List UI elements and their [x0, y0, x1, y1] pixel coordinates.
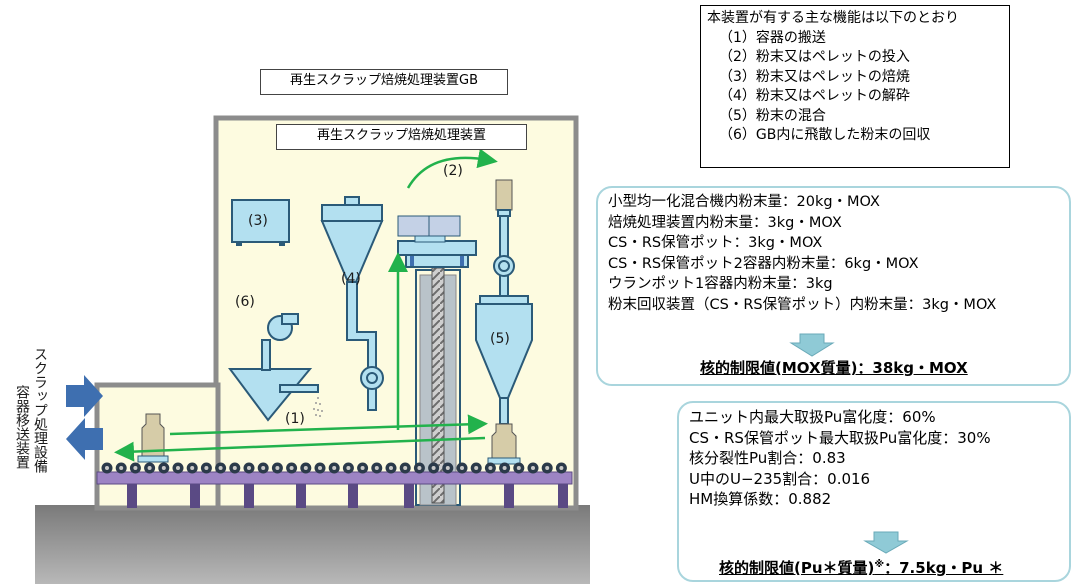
blue-arrow-in — [66, 418, 103, 460]
conveyor-roller-hub — [218, 466, 223, 470]
conveyor-roller-hub — [445, 466, 450, 470]
pu-limit-result: 核的制限値(Pu＊質量)※：7.5kg・Pu ＊ — [719, 555, 1003, 579]
pu-line: HM換算係数：0.882 — [689, 490, 832, 508]
conveyor-roller-hub — [247, 466, 251, 470]
blue-arrow-out — [66, 375, 103, 417]
conveyor-roller-hub — [516, 466, 521, 470]
side-label-container-transfer: 容器移送装置 — [14, 385, 30, 469]
conveyor-roller-hub — [105, 466, 109, 470]
function-item: （1）容器の搬送 — [719, 29, 826, 46]
pot-mixer — [491, 423, 517, 459]
pu-line: 核分裂性Pu割合：0.83 — [689, 449, 846, 467]
pu-result-tail: ：7.5kg・Pu ＊ — [884, 559, 1004, 577]
step-label-4: (4) — [341, 271, 361, 287]
function-item: （5）粉末の混合 — [719, 107, 826, 124]
conveyor-roller-hub — [474, 466, 479, 470]
arrow-transfer-left — [114, 436, 486, 462]
conveyor-roller-hub — [460, 466, 464, 470]
pu-limit-panel: ユニット内最大取扱Pu富化度：60% CS・RS保管ポット最大取扱Pu富化度：3… — [677, 401, 1071, 582]
function-item: （6）GB内に飛散した粉末の回収 — [719, 127, 931, 143]
pu-line: ユニット内最大取扱Pu富化度：60% — [689, 408, 936, 426]
conveyor-roller-hub — [318, 466, 322, 470]
mox-line: 小型均一化混合機内粉末量：20kg・MOX — [608, 194, 880, 210]
conveyor-roller-hub — [289, 466, 294, 470]
pu-line: U中のU−235割合：0.016 — [689, 469, 871, 488]
mixer-valve — [493, 255, 515, 277]
furnace-box — [231, 199, 290, 243]
step-label-1: (1) — [285, 411, 305, 427]
conveyor-roller-hub — [417, 466, 422, 470]
conveyor-roller-hub — [176, 466, 180, 470]
mixer-head — [495, 179, 513, 211]
conveyor-roller-hub — [275, 466, 280, 470]
floor-slab — [35, 505, 590, 584]
conveyor-frame — [96, 471, 573, 485]
conveyor-roller-hub — [161, 466, 166, 470]
conveyor-roller-hub — [545, 466, 550, 470]
conveyor-roller-hub — [502, 466, 507, 470]
pu-result-main: 核的制限値(Pu＊質量) — [719, 559, 875, 577]
conveyor-roller-hub — [431, 466, 436, 470]
conveyor-roller-hub — [346, 466, 351, 470]
conveyor-roller-hub — [389, 466, 393, 470]
conveyor-rollers — [101, 462, 567, 474]
functions-title: 本装置が有する主な機能は以下のとおり — [707, 10, 959, 26]
mox-line: ウランポット1容器内粉末量：3kg — [608, 276, 833, 292]
functions-box: 本装置が有する主な機能は以下のとおり （1）容器の搬送 （2）粉末又はペレットの… — [700, 5, 1010, 168]
conveyor-roller-hub — [133, 466, 138, 470]
conveyor-roller-hub — [261, 466, 266, 470]
mox-line: CS・RS保管ポット：3kg・MOX — [608, 235, 823, 251]
crusher-valve — [360, 366, 384, 390]
pu-result-note-mark: ※ — [874, 559, 885, 570]
side-label-scrap-facility: スクラップ処理設備 — [32, 347, 48, 473]
mox-limit-result: 核的制限値(MOX質量)：38kg・MOX — [700, 359, 968, 377]
mox-limit-panel: 小型均一化混合機内粉末量：20kg・MOX 焙焼処理装置内粉末量：3kg・MOX… — [596, 186, 1071, 386]
conveyor-roller-hub — [374, 466, 379, 470]
step-label-3: (3) — [248, 213, 268, 229]
conveyor-roller-hub — [303, 466, 308, 470]
conveyor-roller-hub — [232, 466, 237, 470]
function-item: （2）粉末又はペレットの投入 — [719, 49, 910, 65]
conveyor-roller-hub — [531, 466, 535, 470]
mox-line: 焙焼処理装置内粉末量：3kg・MOX — [608, 214, 842, 231]
conveyor-roller-hub — [147, 466, 152, 470]
arrow-transfer-right — [169, 414, 488, 436]
step-label-2: (2) — [443, 163, 463, 179]
conveyor-roller-hub — [488, 466, 493, 470]
mox-line: 粉末回収装置（CS・RS保管ポット）内粉末量：3kg・MOX — [608, 296, 997, 313]
gb-label: 再生スクラップ焙焼処理装置GB — [260, 69, 508, 95]
conveyor-roller-hub — [332, 466, 337, 470]
step-label-5: (5) — [490, 331, 510, 347]
mox-line: CS・RS保管ポット2容器内粉末量：6kg・MOX — [608, 255, 919, 272]
function-item: （3）粉末又はペレットの焙焼 — [719, 68, 910, 85]
arrow-feed-curve — [406, 148, 498, 189]
device-label: 再生スクラップ焙焼処理装置 — [276, 124, 527, 150]
step-label-6: (6) — [235, 294, 255, 310]
conveyor-roller-hub — [360, 466, 365, 470]
conveyor-roller-hub — [559, 466, 564, 470]
conveyor-roller-hub — [403, 466, 408, 470]
conveyor-roller-hub — [190, 466, 195, 470]
conveyor-roller-hub — [119, 466, 124, 470]
function-item: （4）粉末又はペレットの解砕 — [719, 88, 910, 104]
pu-line: CS・RS保管ポット最大取扱Pu富化度：30% — [689, 428, 991, 447]
conveyor-roller-hub — [204, 466, 209, 470]
